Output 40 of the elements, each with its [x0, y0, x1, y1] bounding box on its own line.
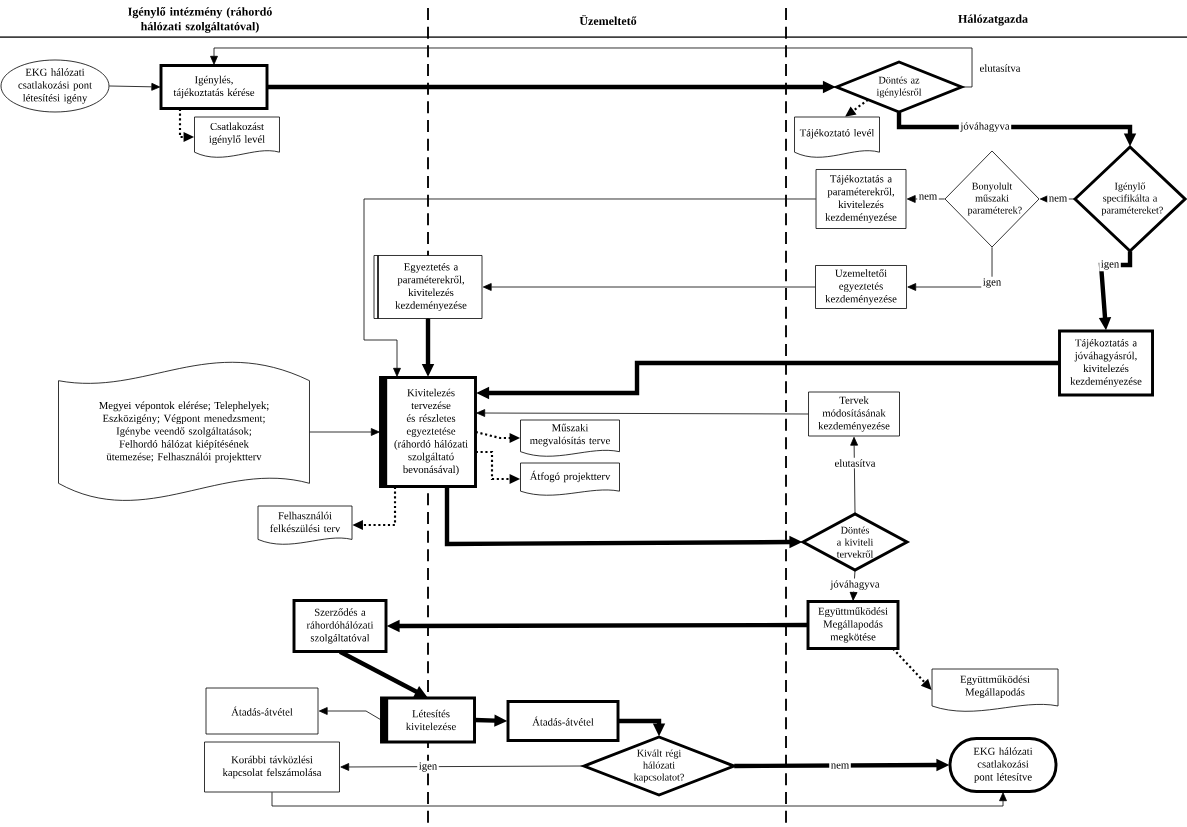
arrow [210, 47, 973, 88]
lane-header: Igénylő intézmény (ráhordó hálózati szolgáltatóval) [128, 7, 272, 33]
edge-label: elutasítva [978, 62, 1023, 74]
process-box: Tervek módosításának kezdeményezése [808, 391, 900, 437]
process-box: Tájékoztatás a paraméterekről, kivitelezés kezdeményezése [815, 169, 907, 229]
process-box: Egyeztetés a paraméterekről, kivitelezés kezdeményezése [373, 254, 483, 320]
terminator-oval: EKG hálózati csatlakozási pont létesítési igény [0, 59, 110, 113]
arrow [309, 428, 380, 436]
arrow [849, 569, 858, 601]
edge-label: elutasítva [833, 457, 878, 469]
process-box: Átadás-átvétel [205, 687, 319, 735]
arrow [108, 82, 161, 91]
process-box: Tájékoztatás a jóváhagyásról, kivitelezés kezdeményezése [1058, 329, 1154, 397]
lane-header: Hálózatgazda [958, 14, 1028, 26]
edge-label: igen [981, 276, 1003, 290]
arrow [271, 791, 1007, 807]
lane-header: Üzemeltető [579, 14, 637, 26]
process-box: Uzemeltetői egyeztetés kezdeményezése [815, 265, 907, 309]
edge-label: igen [417, 760, 439, 774]
process-box: Kivitelezés tervezése és részletes egyeztetése (ráhordó hálózati szolgáltató bevonásával) [379, 376, 477, 488]
edge-label: jóváhagyva [958, 120, 1012, 134]
process-box: Szerződés a ráhordóhálózati szolgáltatóval [292, 599, 388, 653]
arrow [906, 195, 946, 203]
arrow [476, 409, 809, 417]
process-box: Korábbi távközlési kapcsolat felszámolása [204, 741, 340, 793]
process-box: Igénylés, tájékoztatás kérése [159, 64, 269, 110]
arrow [482, 283, 816, 291]
edge-label: nem [1047, 194, 1069, 204]
process-box: Létesítés kivitelezése [380, 696, 476, 744]
arrow [318, 707, 382, 721]
arrow [850, 436, 858, 515]
edge-label: jóváhagyva [828, 578, 882, 592]
process-box: Átadás-átvétel [506, 700, 620, 742]
edge-label: nem [917, 192, 939, 202]
edge-label: igen [1099, 258, 1121, 272]
edge-label: nem [829, 761, 851, 771]
process-box: Együttműködési Megállapodás megkötése [806, 600, 900, 650]
arrow [340, 763, 585, 771]
arrow [363, 198, 817, 377]
arrow [907, 246, 993, 291]
